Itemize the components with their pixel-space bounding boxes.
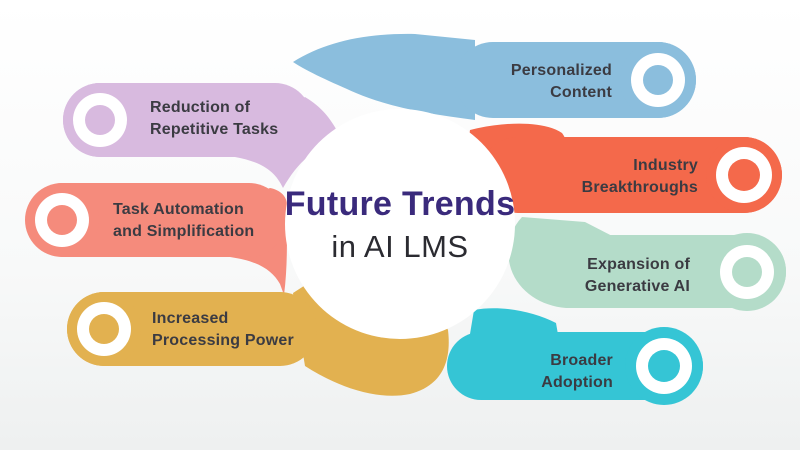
donut-dot (643, 65, 673, 95)
label-reduction-line-1: Reduction of (150, 99, 251, 116)
donut-dot (47, 205, 77, 235)
label-personalized-line-2: Content (550, 84, 612, 101)
label-personalized-line-1: Personalized (511, 62, 612, 79)
donut-dot (728, 159, 760, 191)
label-broader-line-2: Adoption (541, 374, 613, 391)
donut-industry-breakthroughs (706, 137, 782, 213)
branch-labels: Reduction of Repetitive Tasks Task Autom… (113, 62, 698, 391)
donut-increased-processing-power (67, 292, 141, 366)
donut-dot (732, 257, 762, 287)
donut-broader-adoption (625, 327, 703, 405)
diagram-subtitle: in AI LMS (331, 229, 468, 264)
donut-task-automation-simplification (25, 183, 99, 257)
label-automation-line-2: and Simplification (113, 223, 254, 240)
donut-reduction-of-repetitive-tasks (63, 83, 137, 157)
donut-dot (89, 314, 119, 344)
label-expansion-line-1: Expansion of (587, 256, 690, 273)
donut-expansion-of-generative-ai (708, 233, 786, 311)
label-reduction-line-2: Repetitive Tasks (150, 121, 278, 138)
label-processing-line-2: Processing Power (152, 332, 294, 349)
label-industry-line-2: Breakthroughs (582, 179, 698, 196)
branch-tail (293, 33, 475, 120)
label-processing-line-1: Increased (152, 310, 229, 327)
donut-dot (85, 105, 115, 135)
diagram-title: Future Trends (285, 185, 516, 223)
donut-personalized-content (620, 42, 696, 118)
center-circle (285, 109, 515, 339)
branch-pill (480, 137, 782, 213)
label-broader-line-1: Broader (550, 352, 613, 369)
label-expansion-line-2: Generative AI (585, 278, 690, 295)
label-industry-line-1: Industry (633, 157, 698, 174)
donut-dot (648, 350, 680, 382)
label-automation-line-1: Task Automation (113, 201, 244, 218)
